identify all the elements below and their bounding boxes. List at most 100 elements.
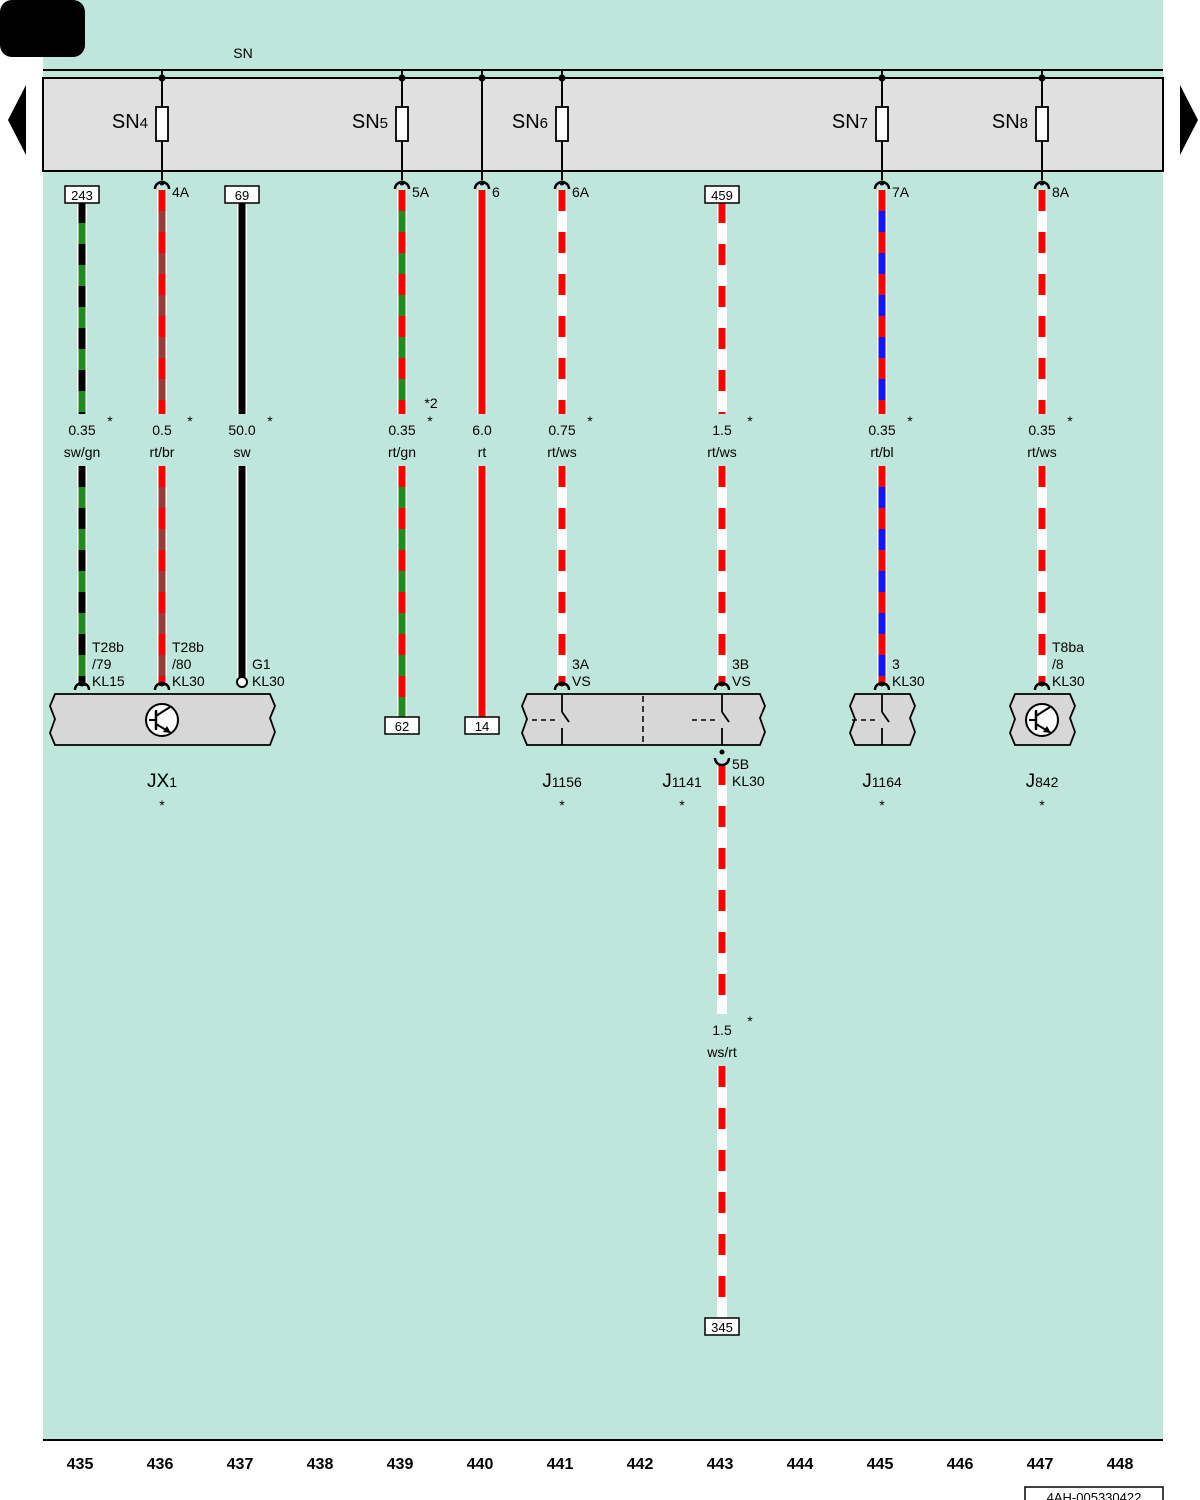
wire-stripe [1038,211,1046,232]
wire-top-ref-box [224,185,260,204]
fuse-sn7: SN7 [832,70,889,180]
wire-stripe [78,349,86,370]
wire-stripe [1038,571,1046,592]
wire-pin-label: KL30 [892,673,925,689]
wire-9-segment [717,1066,727,1319]
wire-bottom-ref-box [384,716,420,735]
wire-stripe [718,223,726,244]
column-number: 448 [1107,1456,1134,1473]
wires-layer [77,190,1047,1319]
wire-stripe [1038,613,1046,634]
wire-stripe [1038,487,1046,508]
bus-label: SN [233,45,252,61]
fuse-label: SN7 [832,111,868,133]
relay-switch-icon [852,694,890,745]
wire-top-pin: 5A [412,184,430,200]
wire-stripe [1038,655,1046,676]
fuse-name: SN [352,111,380,133]
components-layer [49,693,1076,746]
fuse-label: SN4 [112,111,148,133]
wire-stripe [558,379,566,400]
component-sub: 1156 [552,774,582,790]
wire-stripe [718,613,726,634]
wire-stripe [78,571,86,592]
wire-4-segment [477,190,487,414]
component-j1164 [849,693,916,746]
fuse-name: SN [992,111,1020,133]
prev-page-arrow-icon[interactable] [8,85,26,155]
connector-dot [719,749,725,755]
wire-stripe [158,529,166,550]
switch-blade [721,711,730,723]
wire-base-color [238,202,246,414]
wire-stripe [398,697,406,718]
wire-1-segment [157,466,167,686]
connector-dot [879,180,885,186]
component-label: J1141 [662,771,702,792]
wire-stripe [398,529,406,550]
switch-blade [881,711,890,723]
fuse-bus-band [42,77,1164,172]
wire-stripe [878,253,886,274]
wire-7-segment [877,190,887,414]
fuse-sub: 5 [380,115,388,132]
wire-top-pin: 5B [732,756,749,772]
fuse-label: SN8 [992,111,1028,133]
wire-pin-label: 3B [732,656,749,672]
component-sub: 1164 [872,774,902,790]
wire-footnote-star: * [267,413,273,429]
fuse-icon [395,106,409,142]
column-number: 442 [627,1456,654,1473]
connector-dot [479,180,485,186]
wire-color-label: rt/ws [547,444,577,460]
fuse-icon [875,106,889,142]
wire-stripe [158,379,166,400]
connector-dot [159,180,165,186]
wire-pin-label: T28b [172,639,204,655]
wire-stripe [558,613,566,634]
wire-footnote-star: * [1067,413,1073,429]
wire-pin-label: 3 [892,656,900,672]
wire-stripe [398,613,406,634]
wire-stripe [558,487,566,508]
wire-bottom-ref-box [464,716,500,735]
wire-3-segment [397,466,407,718]
column-number: 436 [147,1456,174,1473]
wire-top-pin: 6A [572,184,590,200]
connector-dot [559,681,565,687]
fuse-sn6: SN6 [512,70,569,180]
wire-stripe [78,529,86,550]
wire-stripe [878,211,886,232]
connector-dot [1039,180,1045,186]
fuse-name: SN [112,111,140,133]
wire-stripe [558,571,566,592]
relay-switch-icon [692,694,730,745]
wire-stripe [718,953,726,974]
wire-pin-label: KL30 [172,673,205,689]
wire-stripe [718,265,726,286]
wire-stripe [878,379,886,400]
column-number: 443 [707,1456,734,1473]
wire-base-color [478,190,486,414]
component-star: * [679,797,685,813]
wire-color-label: rt [478,444,487,460]
wire-stripe [558,529,566,550]
wire-color-label: ws/rt [706,1044,737,1060]
column-number: 441 [547,1456,574,1473]
column-number: 445 [867,1456,894,1473]
next-page-arrow-icon[interactable] [1180,85,1198,155]
wire-stripe [398,337,406,358]
fuse-icon [155,106,169,142]
connector-dot [879,681,885,687]
wire-pin-label: T8ba [1052,639,1084,655]
wire-size-label: 1.5 [712,422,732,438]
wire-top-pin: 4A [172,184,190,200]
wire-top-ref: 69 [224,185,260,204]
wire-pin-label: KL15 [92,673,125,689]
wire-stripe [718,1297,726,1318]
wire-base-color [478,466,486,718]
column-number: 438 [307,1456,334,1473]
switch-blade [561,711,570,723]
wire-stripe [158,211,166,232]
wire-stripe [398,571,406,592]
